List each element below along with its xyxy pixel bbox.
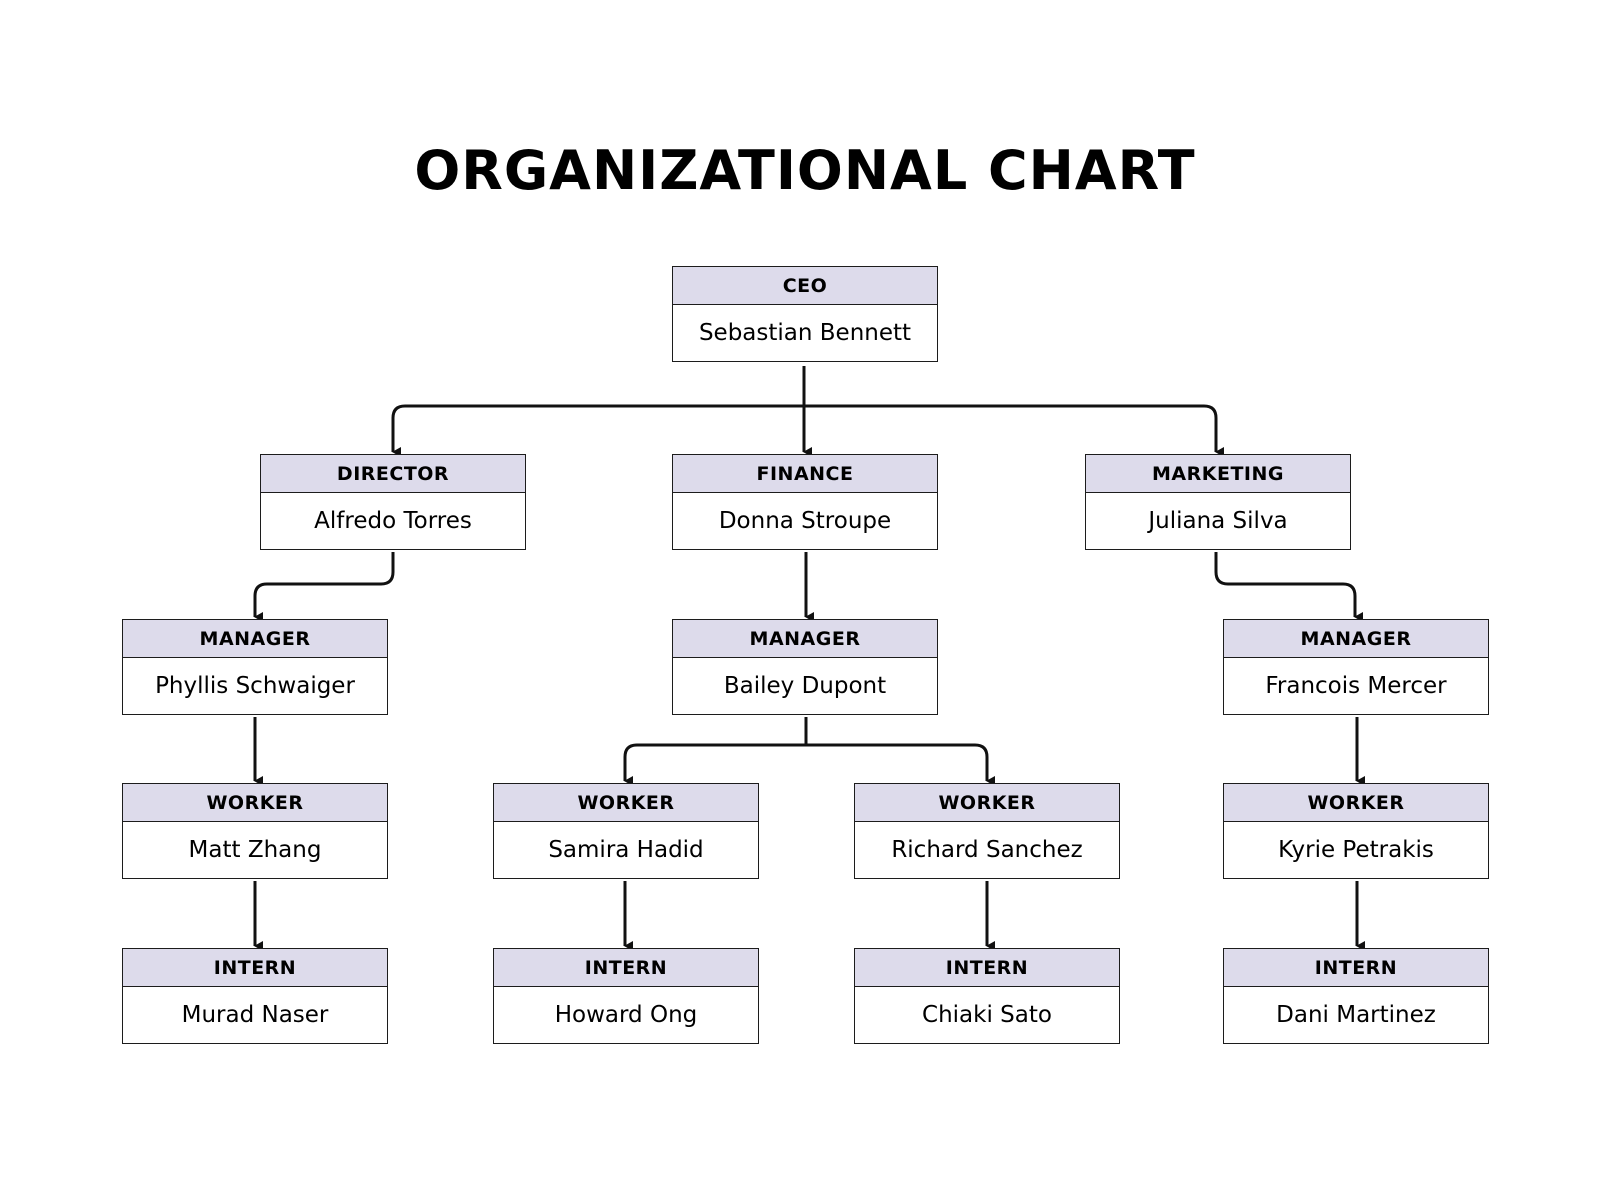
org-node-worker-kyrie: WORKER Kyrie Petrakis [1223, 783, 1489, 879]
connector-director-manager [253, 552, 395, 622]
org-node-marketing: MARKETING Juliana Silva [1085, 454, 1351, 550]
connector-manager-richard [806, 743, 995, 786]
org-node-worker-richard: WORKER Richard Sanchez [854, 783, 1120, 879]
org-node-finance: FINANCE Donna Stroupe [672, 454, 938, 550]
org-node-intern-murad: INTERN Murad Naser [122, 948, 388, 1044]
connector-marketing-manager [1214, 552, 1363, 622]
org-node-intern-howard: INTERN Howard Ong [493, 948, 759, 1044]
org-node-intern-dani: INTERN Dani Martinez [1223, 948, 1489, 1044]
role-label: INTERN [494, 949, 758, 987]
page-title: ORGANIZATIONAL CHART [414, 139, 1196, 202]
person-name: Howard Ong [554, 1001, 698, 1028]
role-label: MANAGER [673, 620, 937, 658]
person-name: Francois Mercer [1265, 672, 1447, 699]
person-name: Kyrie Petrakis [1278, 836, 1434, 863]
role-label: WORKER [123, 784, 387, 822]
person-name: Samira Hadid [548, 836, 704, 863]
org-node-manager-director: MANAGER Phyllis Schwaiger [122, 619, 388, 715]
person-name: Richard Sanchez [891, 836, 1083, 863]
role-label: INTERN [855, 949, 1119, 987]
person-name: Phyllis Schwaiger [155, 672, 355, 699]
person-name: Donna Stroupe [718, 507, 892, 534]
person-name: Murad Naser [181, 1001, 329, 1028]
connector-ceo-director [391, 366, 806, 457]
role-label: INTERN [1224, 949, 1488, 987]
role-label: FINANCE [673, 455, 937, 493]
role-label: MARKETING [1086, 455, 1350, 493]
person-name: Sebastian Bennett [698, 319, 912, 346]
role-label: DIRECTOR [261, 455, 525, 493]
role-label: WORKER [1224, 784, 1488, 822]
role-label: WORKER [855, 784, 1119, 822]
org-node-ceo: CEO Sebastian Bennett [672, 266, 938, 362]
org-node-manager-finance: MANAGER Bailey Dupont [672, 619, 938, 715]
role-label: MANAGER [123, 620, 387, 658]
role-label: WORKER [494, 784, 758, 822]
connector-ceo-marketing [804, 404, 1224, 457]
connector-manager-samira [623, 717, 808, 786]
role-label: INTERN [123, 949, 387, 987]
person-name: Juliana Silva [1148, 507, 1288, 534]
person-name: Alfredo Torres [314, 507, 472, 534]
org-node-manager-marketing: MANAGER Francois Mercer [1223, 619, 1489, 715]
person-name: Bailey Dupont [723, 672, 887, 699]
org-node-intern-chiaki: INTERN Chiaki Sato [854, 948, 1120, 1044]
role-label: CEO [673, 267, 937, 305]
person-name: Matt Zhang [188, 836, 322, 863]
role-label: MANAGER [1224, 620, 1488, 658]
org-node-worker-samira: WORKER Samira Hadid [493, 783, 759, 879]
person-name: Chiaki Sato [922, 1001, 1052, 1028]
person-name: Dani Martinez [1276, 1001, 1436, 1028]
org-node-worker-matt: WORKER Matt Zhang [122, 783, 388, 879]
org-node-director: DIRECTOR Alfredo Torres [260, 454, 526, 550]
